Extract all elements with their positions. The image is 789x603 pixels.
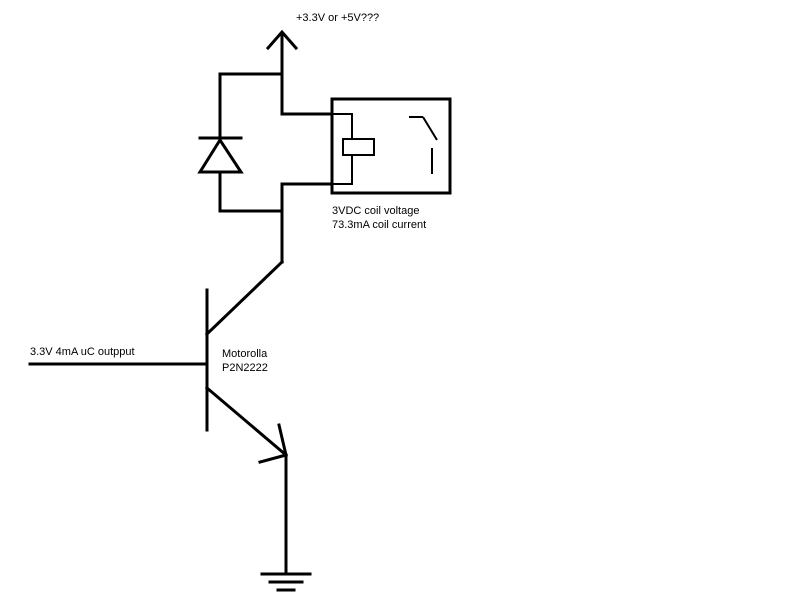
transistor-maker-label: Motorolla (222, 348, 268, 360)
supply-label: +3.3V or +5V??? (296, 12, 380, 24)
ground-icon (260, 572, 312, 592)
relay-icon (330, 97, 452, 195)
relay-coil-current-label: 73.3mA coil current (332, 219, 427, 231)
transistor-part-label: P2N2222 (222, 362, 268, 374)
flyback-diode-icon (197, 72, 284, 213)
coil-to-collector-wire (280, 182, 334, 264)
input-signal-label: 3.3V 4mA uC outpput (30, 346, 135, 358)
npn-transistor-icon (204, 259, 289, 464)
relay-coil-voltage-label: 3VDC coil voltage (332, 205, 420, 217)
